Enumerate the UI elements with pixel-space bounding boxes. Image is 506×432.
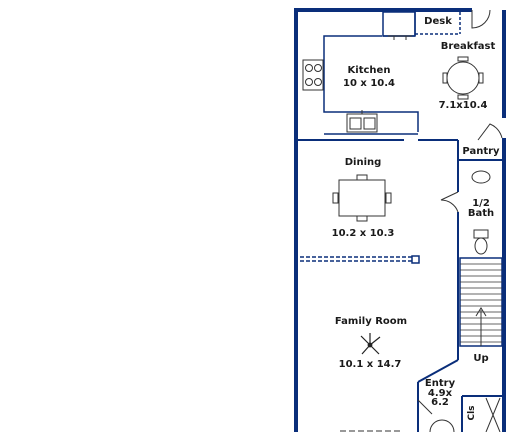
room-dims-breakfast: 7.1x10.4 — [438, 100, 488, 111]
toilet-icon — [471, 170, 491, 255]
room-dims-dining: 10.2 x 10.3 — [331, 228, 395, 239]
stairs-label: Up — [473, 353, 489, 364]
exterior-walls — [294, 8, 506, 432]
room-dims-entry-1: 4.9x — [427, 388, 453, 399]
room-label-pantry: Pantry — [462, 146, 500, 157]
table-icon — [332, 174, 392, 222]
dining-divider — [300, 255, 420, 264]
room-label-half-bath-1: 1/2 — [472, 198, 490, 209]
door-swing-icon — [417, 9, 503, 432]
room-dims-kitchen: 10 x 10.4 — [342, 78, 395, 89]
stairs-arrow-icon — [475, 307, 487, 346]
room-label-entry: Entry — [424, 378, 456, 389]
kitchen-counters — [323, 35, 419, 135]
room-dims-entry-2: 6.2 — [431, 397, 449, 408]
room-dims-family-room: 10.1 x 14.7 — [338, 359, 402, 370]
room-label-dining: Dining — [344, 157, 382, 168]
fridge-icon — [388, 35, 412, 40]
ceiling-fan-icon — [360, 333, 381, 355]
table-icon — [442, 56, 484, 100]
room-label-kitchen: Kitchen — [347, 65, 391, 76]
interior-walls — [296, 139, 504, 432]
room-label-closet: Cls — [467, 405, 477, 421]
room-label-breakfast: Breakfast — [440, 41, 496, 52]
stove-icon — [302, 59, 324, 91]
room-label-desk: Desk — [424, 16, 452, 27]
room-label-half-bath-2: Bath — [467, 208, 495, 219]
sink-icon — [346, 110, 378, 133]
room-label-family-room: Family Room — [334, 316, 408, 327]
